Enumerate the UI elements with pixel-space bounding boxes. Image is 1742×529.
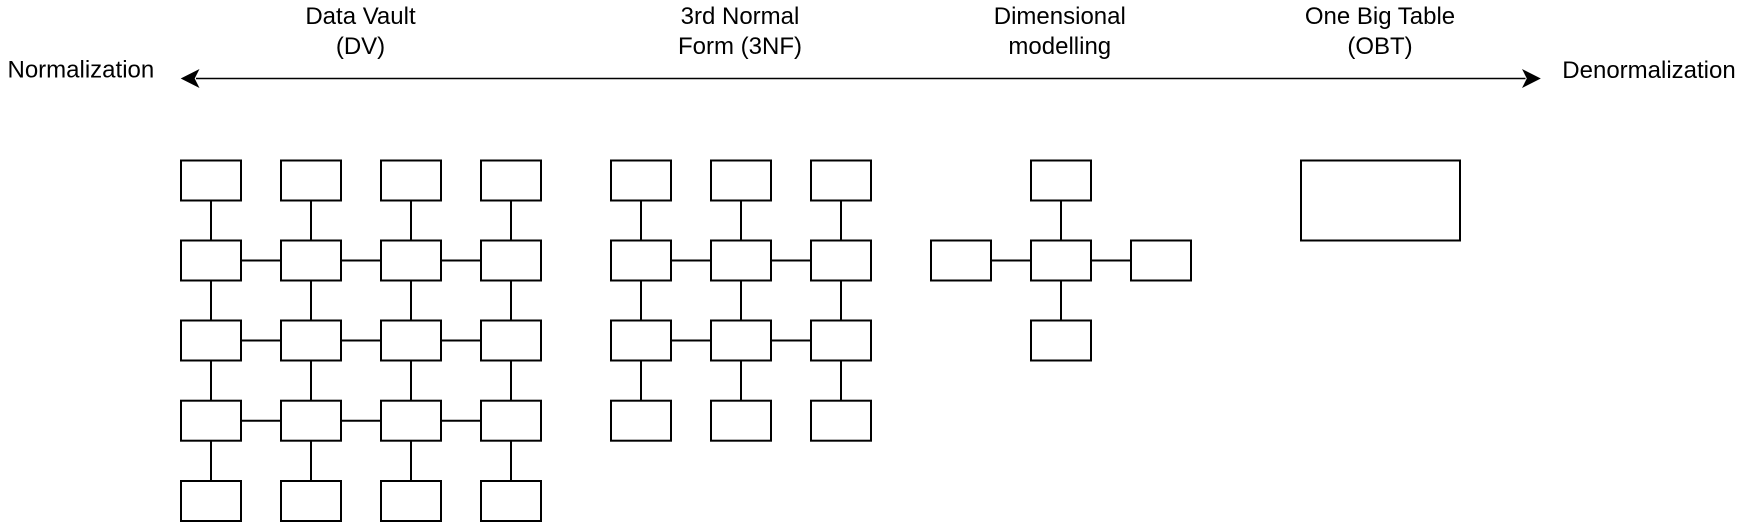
svg-text:(OBT): (OBT)	[1347, 33, 1412, 60]
svg-text:3rd Normal: 3rd Normal	[681, 3, 800, 30]
svg-text:Normalization: Normalization	[8, 57, 155, 84]
svg-text:Data Vault: Data Vault	[305, 3, 416, 30]
svg-text:Dimensional: Dimensional	[994, 3, 1126, 30]
svg-text:Denormalization: Denormalization	[1562, 57, 1735, 84]
svg-text:Form (3NF): Form (3NF)	[678, 33, 802, 60]
svg-text:One Big Table: One Big Table	[1305, 3, 1455, 30]
svg-text:(DV): (DV)	[336, 33, 385, 60]
svg-text:modelling: modelling	[1008, 33, 1111, 60]
